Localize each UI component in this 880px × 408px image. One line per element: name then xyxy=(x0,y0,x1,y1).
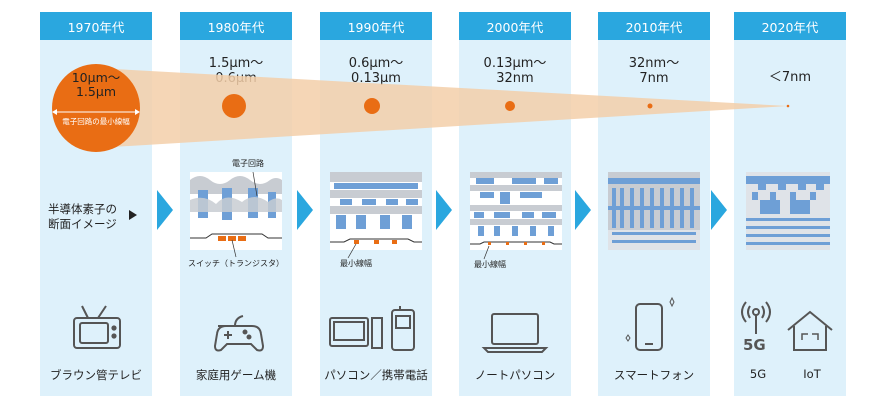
circuit-note: 電子回路 xyxy=(232,159,264,168)
era-header: 2010年代 xyxy=(598,12,710,40)
device-label-iot: IoT xyxy=(803,367,821,381)
line-width-circle-2000s xyxy=(505,101,515,111)
cross-section-2010s xyxy=(608,172,700,250)
arrow-right-icon xyxy=(436,190,452,230)
arrow-right-icon xyxy=(711,190,727,230)
arrow-right-icon xyxy=(157,190,173,230)
line-width-circle-2010s xyxy=(647,103,653,109)
line-width-circle-2020s xyxy=(786,104,790,108)
arrow-right-icon xyxy=(297,190,313,230)
arrow-right-icon xyxy=(575,190,591,230)
cross-section-2020s xyxy=(746,172,830,250)
cross-section-label: 半導体素子の 断面イメージ xyxy=(48,202,117,231)
device-label-2000s: ノートパソコン xyxy=(474,368,556,382)
arrowhead-left-icon xyxy=(52,109,57,115)
iot-house-icon xyxy=(787,310,833,351)
device-label-2010s: スマートフォン xyxy=(613,368,695,382)
mobile-phone-icon xyxy=(391,306,415,351)
min-width-range-1970s: 10μm～ 1.5μm xyxy=(71,70,121,99)
device-label-1970s: ブラウン管テレビ xyxy=(50,368,142,382)
min-line-note-1990s: 最小線幅 xyxy=(340,259,372,268)
min-width-range: 0.13μm～ 32nm xyxy=(483,56,547,86)
device-label-1990s: パソコン／携帯電話 xyxy=(324,368,428,382)
min-width-range: ＜7nm xyxy=(768,70,812,85)
shrink-cone xyxy=(96,68,788,148)
cross-section-1980s xyxy=(190,171,282,258)
game-controller-icon xyxy=(213,315,265,352)
arrowhead-right-icon xyxy=(135,109,140,115)
pc-icon xyxy=(329,317,383,349)
min-width-caption: 電子回路の最小線幅 xyxy=(62,117,130,126)
era-header: 2020年代 xyxy=(734,12,846,40)
device-label-1980s: 家庭用ゲーム機 xyxy=(195,368,277,382)
line-width-circle-1990s xyxy=(364,98,380,114)
min-width-range: 32nm～ 7nm xyxy=(628,56,680,86)
line-width-circle-1980s xyxy=(222,94,246,118)
cross-section-1990s xyxy=(330,172,422,259)
min-width-range: 0.6μm～ 0.13μm xyxy=(348,56,404,86)
switch-note: スイッチ（トランジスタ） xyxy=(188,259,284,268)
era-header: 1970年代 xyxy=(40,12,152,40)
era-header: 1990年代 xyxy=(320,12,432,40)
pointer-icon xyxy=(129,210,137,220)
device-label-5g: 5G xyxy=(749,367,767,381)
smartphone-icon xyxy=(625,296,675,351)
5g-icon-text: 5G xyxy=(743,336,766,354)
antenna-5g-icon xyxy=(741,301,771,334)
crt-tv-icon xyxy=(73,305,121,349)
line-width-circle-1970s xyxy=(52,64,140,152)
cross-section-2000s xyxy=(470,172,562,260)
laptop-icon xyxy=(481,313,549,353)
era-header: 1980年代 xyxy=(180,12,292,40)
era-header: 2000年代 xyxy=(459,12,571,40)
min-line-note-2000s: 最小線幅 xyxy=(474,260,506,269)
